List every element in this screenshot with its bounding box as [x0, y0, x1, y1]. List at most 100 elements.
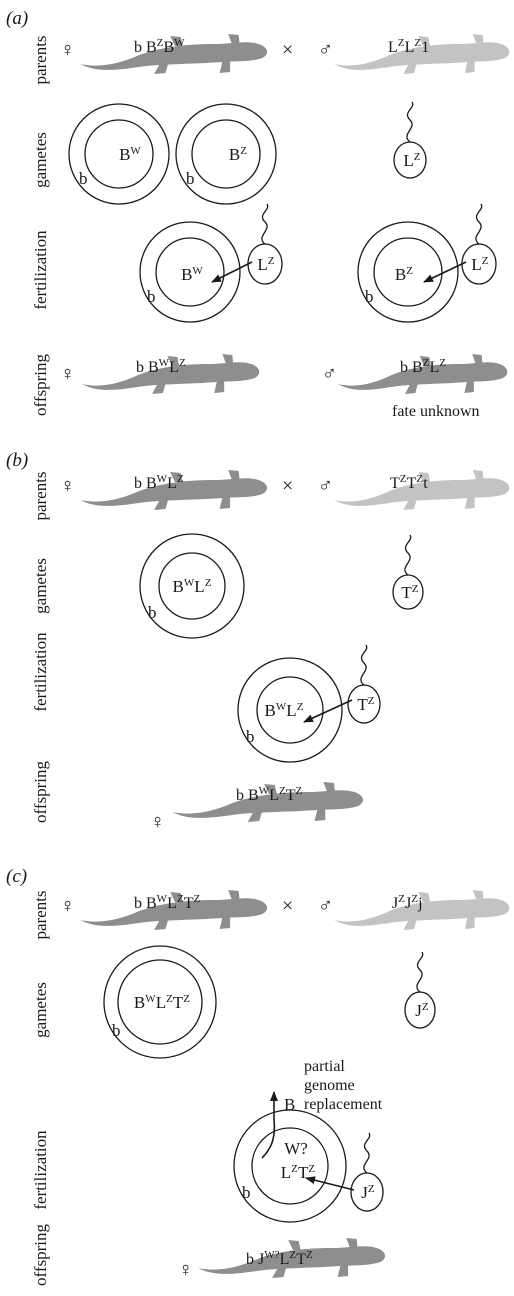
egg-icon: [233, 1109, 347, 1223]
panel-label-a: (a): [6, 8, 28, 29]
panel-label-b: (b): [6, 450, 28, 471]
egg-genome: BW: [119, 145, 141, 164]
egg-genome: BZ: [229, 145, 247, 164]
salamander-body: [80, 42, 268, 70]
salamander-leg: [403, 62, 417, 74]
salamander-leg: [154, 918, 169, 930]
male-offspring-salamander-icon: [338, 354, 508, 394]
salamander-leg: [346, 1238, 358, 1248]
egg-outer-membrane: [237, 657, 343, 763]
egg-genome: BW LZ TZ: [134, 993, 190, 1012]
zygote-egg-genome: LZ TZ: [281, 1163, 316, 1182]
salamander-leg: [314, 809, 326, 821]
salamander-leg: [472, 890, 484, 900]
female-symbol-icon: ♀: [178, 1259, 193, 1281]
row-label-fertilization: fertilization: [31, 230, 50, 310]
row-label-parents: parents: [31, 471, 50, 520]
egg-nucleus: [155, 237, 225, 307]
male-symbol-icon: ♂: [318, 475, 333, 497]
female-symbol-icon: ♀: [150, 811, 165, 833]
male-symbol-icon: ♂: [318, 39, 333, 61]
female-symbol-icon: ♀: [60, 475, 75, 497]
female-offspring-salamander-icon: [198, 1238, 386, 1278]
egg-outer-membrane: [139, 533, 245, 639]
fertilization-arrow: [423, 261, 467, 283]
male-parent-genome: LZ LZ 1: [388, 37, 429, 56]
sperm-icon: [404, 951, 436, 1029]
row-label-gametes: gametes: [31, 982, 50, 1038]
sperm-icon: [393, 101, 427, 179]
salamander-leg: [228, 34, 240, 44]
female-symbol-icon: ♀: [60, 895, 75, 917]
egg-base-label: b: [148, 603, 157, 622]
zygote-sperm-genome: TZ: [357, 695, 374, 714]
salamander-leg: [323, 782, 335, 792]
salamander-leg: [154, 62, 169, 74]
salamander-leg: [170, 892, 183, 902]
salamander-leg: [472, 354, 483, 364]
egg-outer-membrane: [175, 103, 277, 205]
egg-nucleus: [84, 119, 154, 189]
egg-base-label: b: [246, 727, 255, 746]
egg-nucleus: [191, 119, 261, 189]
salamander-leg: [219, 917, 231, 929]
row-label-offspring: offspring: [31, 1223, 50, 1286]
row-label-fertilization: fertilization: [31, 632, 50, 712]
sperm-genome: TZ: [401, 583, 418, 602]
salamander-body: [80, 898, 268, 926]
salamander-leg: [405, 382, 418, 394]
salamander-leg: [472, 34, 484, 44]
salamander-leg: [418, 892, 431, 902]
egg-outer-membrane: [357, 221, 459, 323]
egg-base-label: b: [242, 1183, 251, 1202]
zygote-egg-genome: BZ: [395, 265, 413, 284]
sperm-icon: [392, 534, 424, 610]
sperm-tail: [404, 534, 412, 576]
sperm-tail: [406, 101, 414, 143]
egg-base-label: b: [79, 169, 88, 188]
egg-icon: [103, 945, 217, 1059]
salamander-leg: [403, 918, 417, 930]
egg-outer-membrane: [68, 103, 170, 205]
salamander-leg: [418, 472, 431, 482]
salamander-body: [80, 478, 268, 506]
cross-icon: ×: [282, 39, 293, 61]
salamander-leg: [170, 472, 183, 482]
salamander-leg: [472, 470, 484, 480]
cross-icon: ×: [282, 475, 293, 497]
sperm-icon: [347, 644, 381, 724]
female-parent-salamander-icon: [80, 470, 268, 510]
egg-nucleus: [158, 552, 226, 620]
female-parent-salamander-icon: [80, 890, 268, 930]
salamander-leg: [170, 36, 183, 46]
male-parent-genome: TZ TZ t: [390, 473, 428, 492]
panel-label-c: (c): [6, 866, 27, 887]
sperm-tail: [363, 1132, 371, 1174]
salamander-leg: [219, 61, 231, 73]
egg-outer-membrane: [139, 221, 241, 323]
female-parent-salamander-icon: [80, 34, 268, 74]
sperm-genome: LZ: [403, 151, 420, 170]
replacement-note-line-3: replacement: [304, 1096, 383, 1113]
row-label-parents: parents: [31, 35, 50, 84]
salamander-leg: [228, 470, 240, 480]
cross-icon: ×: [282, 895, 293, 917]
egg-nucleus: [373, 237, 443, 307]
salamander-leg: [464, 497, 475, 509]
zygote-egg-genome: BW: [181, 265, 203, 284]
salamander-body: [198, 1246, 386, 1274]
offspring-fate-note: fate unknown: [392, 403, 480, 420]
zygote-egg-genome: BW LZ: [264, 701, 303, 720]
sperm-tail: [261, 203, 269, 245]
salamander-leg: [272, 1266, 287, 1278]
female-offspring-genome: b BW LZ TZ: [236, 785, 303, 804]
salamander-body: [82, 362, 260, 390]
egg-icon: [357, 221, 459, 323]
male-offspring-genome: b BZ LZ: [400, 357, 446, 376]
row-label-gametes: gametes: [31, 132, 50, 188]
female-symbol-icon: ♀: [60, 39, 75, 61]
male-parent-salamander-icon: [334, 470, 510, 510]
salamander-leg: [264, 784, 277, 794]
